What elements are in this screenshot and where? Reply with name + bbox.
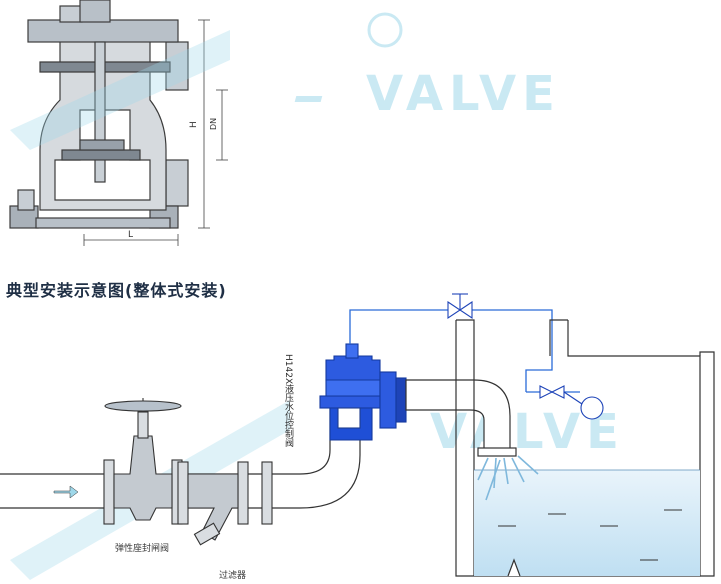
main-valve-label: H142X液压水位控制阀 (283, 354, 293, 448)
flow-arrow-1 (53, 485, 79, 499)
main-level-control-valve (319, 343, 407, 441)
water-level-marks (498, 509, 682, 561)
dimension-lines (83, 19, 228, 246)
gate-valve (103, 398, 183, 525)
water-spray (477, 455, 539, 501)
diagram-title: 典型安装示意图(整体式安装) (6, 281, 227, 300)
dim-dn-label: DN (209, 118, 218, 130)
outlet-pipe (405, 379, 517, 457)
valve-cross-section (9, 0, 189, 229)
strainer (177, 461, 273, 546)
watermark-text-top: VALVE (366, 66, 561, 122)
strainer-label: 过滤器 (219, 571, 247, 581)
dim-l-label: L (128, 230, 133, 240)
gate-valve-label: 弹性座封闸阀 (115, 544, 170, 554)
float-pilot (539, 385, 604, 420)
needle-valve (447, 293, 473, 320)
dim-h-label: H (189, 121, 199, 128)
water-tank (455, 319, 715, 577)
